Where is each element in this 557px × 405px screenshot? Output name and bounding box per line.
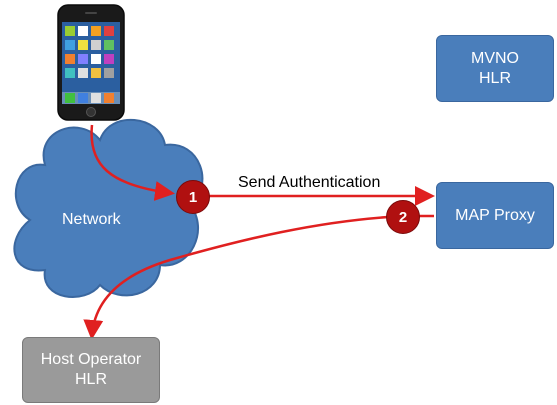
proxy-to-host-hlr-arrow [83, 214, 434, 340]
step-1-badge: 1 [176, 180, 210, 214]
mvno-hlr-line2: HLR [478, 69, 511, 87]
network-label: Network [62, 211, 121, 228]
network-cloud [13, 118, 204, 298]
host-hlr-line2: HLR [74, 371, 107, 388]
mvno-hlr-line1: MVNO [471, 49, 519, 67]
mvno-hlr-box: MVNO HLR [436, 35, 554, 102]
smartphone-icon [57, 4, 125, 121]
step-2-badge: 2 [386, 200, 420, 234]
host-operator-hlr-box: Host Operator HLR [22, 337, 160, 403]
map-proxy-box: MAP Proxy [436, 182, 554, 249]
host-hlr-line1: Host Operator [40, 351, 142, 368]
phone-to-network-arrow [90, 124, 175, 201]
send-authentication-label: Send Authentication [238, 174, 381, 191]
map-proxy-label: MAP Proxy [455, 206, 535, 224]
